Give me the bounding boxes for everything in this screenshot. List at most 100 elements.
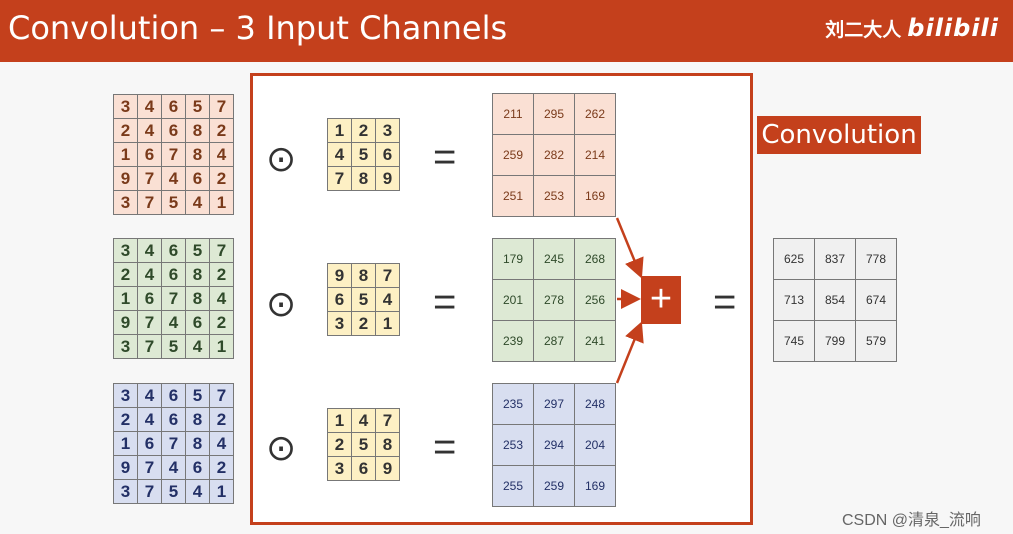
matrix-cell: 8 — [185, 286, 210, 311]
equals-sign-1: = — [433, 135, 457, 179]
matrix-cell: 295 — [533, 93, 575, 135]
matrix-cell: 4 — [137, 118, 162, 143]
matrix-cell: 179 — [492, 238, 534, 280]
matrix-cell: 4 — [137, 238, 162, 263]
arrow-from-output-3 — [615, 321, 644, 384]
matrix-cell: 4 — [137, 383, 162, 408]
matrix-cell: 9 — [327, 263, 352, 288]
matrix-cell: 4 — [161, 166, 186, 191]
matrix-cell: 1 — [113, 431, 138, 456]
matrix-cell: 7 — [209, 383, 234, 408]
matrix-cell: 8 — [185, 407, 210, 432]
matrix-cell: 2 — [113, 262, 138, 287]
equals-sign-3: = — [433, 425, 457, 469]
matrix-cell: 3 — [113, 479, 138, 504]
hadamard-operator-3: ⊙ — [266, 427, 297, 468]
matrix-cell: 9 — [375, 456, 400, 481]
matrix-cell: 262 — [574, 93, 616, 135]
matrix-cell: 7 — [137, 334, 162, 359]
matrix-cell: 778 — [855, 238, 897, 280]
matrix-cell: 211 — [492, 93, 534, 135]
matrix-cell: 204 — [574, 424, 616, 466]
matrix-cell: 3 — [113, 190, 138, 215]
matrix-cell: 3 — [113, 238, 138, 263]
matrix-cell: 6 — [185, 166, 210, 191]
matrix-cell: 7 — [327, 166, 352, 191]
matrix-cell: 9 — [375, 166, 400, 191]
matrix-cell: 5 — [351, 287, 376, 312]
matrix-cell: 2 — [209, 455, 234, 480]
equals-sign-result: = — [713, 280, 737, 324]
matrix-cell: 6 — [161, 94, 186, 119]
matrix-cell: 5 — [185, 94, 210, 119]
matrix-cell: 241 — [574, 320, 616, 362]
matrix-cell: 251 — [492, 175, 534, 217]
matrix-cell: 8 — [185, 118, 210, 143]
matrix-cell: 169 — [574, 175, 616, 217]
matrix-cell: 2 — [327, 432, 352, 457]
matrix-cell: 7 — [137, 479, 162, 504]
matrix-cell: 8 — [185, 142, 210, 167]
matrix-cell: 4 — [327, 142, 352, 167]
matrix-cell: 7 — [375, 408, 400, 433]
matrix-cell: 4 — [161, 310, 186, 335]
matrix-cell: 8 — [185, 262, 210, 287]
matrix-cell: 6 — [161, 262, 186, 287]
matrix-cell: 7 — [375, 263, 400, 288]
slide-title: Convolution – 3 Input Channels — [8, 9, 508, 47]
matrix-cell: 3 — [375, 118, 400, 143]
watermark: CSDN @清泉_流响 — [842, 512, 981, 529]
hadamard-operator-2: ⊙ — [266, 283, 297, 324]
matrix-cell: 7 — [161, 142, 186, 167]
matrix-cell: 6 — [351, 456, 376, 481]
arrow-from-output-1 — [615, 217, 644, 279]
matrix-cell: 297 — [533, 383, 575, 425]
matrix-cell: 4 — [351, 408, 376, 433]
matrix-cell: 6 — [375, 142, 400, 167]
matrix-cell: 6 — [185, 310, 210, 335]
matrix-cell: 5 — [161, 334, 186, 359]
matrix-cell: 8 — [351, 166, 376, 191]
matrix-cell: 837 — [814, 238, 856, 280]
matrix-cell: 3 — [327, 311, 352, 336]
matrix-cell: 259 — [492, 134, 534, 176]
matrix-cell: 1 — [375, 311, 400, 336]
matrix-cell: 3 — [113, 94, 138, 119]
matrix-cell: 7 — [137, 310, 162, 335]
matrix-cell: 6 — [161, 383, 186, 408]
matrix-cell: 253 — [492, 424, 534, 466]
matrix-cell: 1 — [209, 190, 234, 215]
matrix-cell: 294 — [533, 424, 575, 466]
matrix-cell: 7 — [137, 166, 162, 191]
matrix-cell: 4 — [375, 287, 400, 312]
matrix-cell: 625 — [773, 238, 815, 280]
matrix-cell: 2 — [113, 407, 138, 432]
logo-author: 刘二大人 — [825, 19, 902, 41]
matrix-cell: 9 — [113, 455, 138, 480]
